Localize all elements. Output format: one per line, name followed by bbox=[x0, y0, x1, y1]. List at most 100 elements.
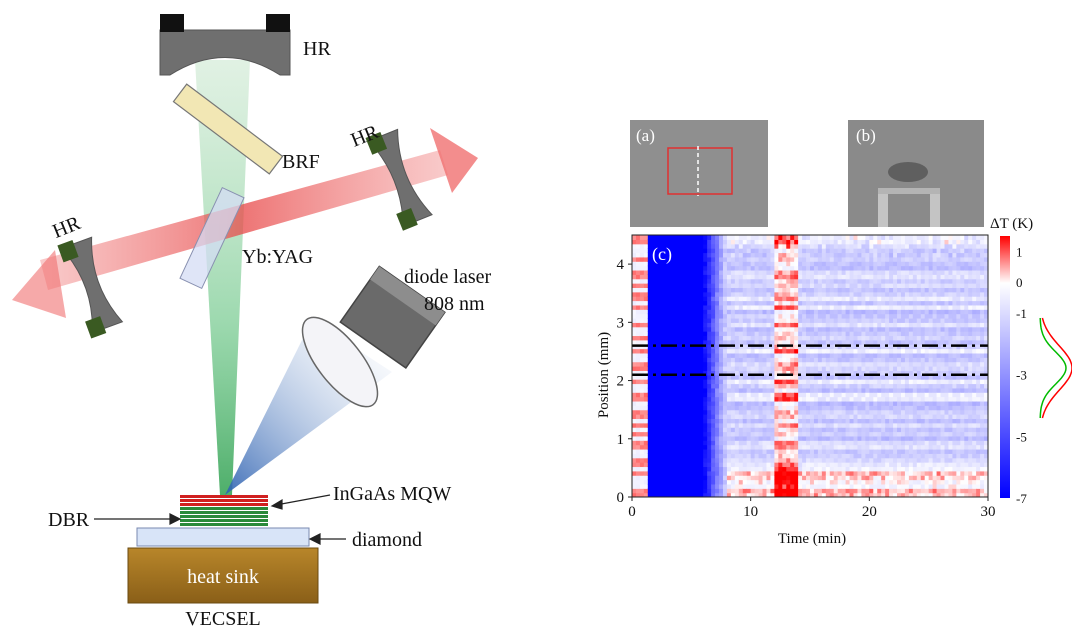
heatmap-cell bbox=[928, 470, 934, 476]
heatmap-cell bbox=[782, 383, 787, 389]
heatmap-cell bbox=[786, 383, 791, 389]
heatmap-cell bbox=[952, 331, 957, 337]
heatmap-cell bbox=[754, 400, 760, 406]
heatmap-cell bbox=[869, 370, 874, 376]
heatmap-cell bbox=[841, 352, 847, 358]
heatmap-cell bbox=[881, 479, 886, 485]
heatmap-cell bbox=[754, 387, 760, 393]
heatmap-cell bbox=[920, 453, 926, 459]
heatmap-cell bbox=[853, 462, 859, 468]
heatmap-cell bbox=[746, 235, 752, 240]
heatmap-cell bbox=[837, 348, 843, 354]
heatmap-cell bbox=[782, 492, 787, 497]
heatmap-cell bbox=[632, 383, 637, 389]
heatmap-cell bbox=[936, 422, 942, 428]
heatmap-cell bbox=[900, 370, 906, 376]
heatmap-cell bbox=[916, 296, 922, 302]
heatmap-cell bbox=[940, 300, 946, 306]
heatmap-cell bbox=[881, 278, 886, 284]
heatmap-cell bbox=[928, 475, 934, 481]
heatmap-cell bbox=[877, 235, 882, 240]
heatmap-cell bbox=[889, 291, 894, 297]
heatmap-cell bbox=[889, 265, 894, 271]
heatmap-cell bbox=[671, 348, 677, 354]
heatmap-cell bbox=[916, 243, 922, 249]
heatmap-cell bbox=[742, 361, 748, 367]
heatmap-cell bbox=[671, 422, 677, 428]
heatmap-cell bbox=[873, 470, 878, 476]
heatmap-cell bbox=[695, 470, 700, 476]
heatmap-cell bbox=[746, 300, 752, 306]
heatmap-cell bbox=[877, 470, 882, 476]
heatmap-cell bbox=[790, 256, 795, 262]
heatmap-cell bbox=[707, 435, 712, 441]
heatmap-cell bbox=[703, 256, 708, 262]
heatmap-cell bbox=[932, 352, 938, 358]
heatmap-cell bbox=[778, 352, 783, 358]
heatmap-cell bbox=[774, 462, 779, 468]
heatmap-cell bbox=[758, 422, 764, 428]
heatmap-cell bbox=[956, 304, 961, 310]
heatmap-cell bbox=[893, 256, 898, 262]
heatmap-cell bbox=[900, 409, 906, 415]
heatmap-cell bbox=[833, 422, 839, 428]
heatmap-cell bbox=[683, 409, 688, 415]
heatmap-cell bbox=[920, 317, 926, 323]
heatmap-cell bbox=[778, 317, 783, 323]
heatmap-cell bbox=[770, 374, 775, 380]
heatmap-cell bbox=[667, 317, 673, 323]
heatmap-cell bbox=[770, 357, 775, 363]
heatmap-cell bbox=[643, 405, 649, 411]
heatmap-cell bbox=[699, 261, 704, 267]
heatmap-cell bbox=[770, 462, 775, 468]
heatmap-cell bbox=[707, 309, 712, 315]
heatmap-cell bbox=[659, 409, 665, 415]
heatmap-cell bbox=[691, 409, 696, 415]
heatmap-cell bbox=[908, 261, 914, 267]
heatmap-cell bbox=[655, 448, 661, 454]
heatmap-cell bbox=[881, 235, 886, 240]
heatmap-cell bbox=[675, 304, 681, 310]
heatmap-cell bbox=[849, 274, 855, 280]
heatmap-cell bbox=[643, 352, 649, 358]
heatmap-cell bbox=[853, 374, 859, 380]
heatmap-cell bbox=[853, 296, 859, 302]
heatmap-cell bbox=[635, 453, 641, 459]
heatmap-cell bbox=[687, 427, 692, 433]
heatmap-cell bbox=[889, 352, 894, 358]
heatmap-cell bbox=[810, 379, 815, 385]
heatmap-cell bbox=[675, 313, 681, 319]
heatmap-cell bbox=[726, 243, 732, 249]
heatmap-cell bbox=[920, 440, 926, 446]
heatmap-cell bbox=[817, 239, 823, 245]
heatmap-cell bbox=[904, 418, 910, 424]
heatmap-cell bbox=[928, 444, 934, 450]
heatmap-cell bbox=[667, 348, 673, 354]
heatmap-cell bbox=[639, 304, 645, 310]
heatmap-cell bbox=[869, 304, 874, 310]
heatmap-cell bbox=[639, 296, 645, 302]
heatmap-cell bbox=[841, 366, 847, 371]
heatmap-cell bbox=[829, 418, 835, 424]
heatmap-cell bbox=[790, 405, 795, 411]
heatmap-cell bbox=[837, 448, 843, 454]
heatmap-cell bbox=[647, 309, 653, 315]
heatmap-cell bbox=[766, 400, 772, 406]
heatmap-cell bbox=[762, 431, 768, 437]
heatmap-cell bbox=[707, 269, 712, 275]
heatmap-cell bbox=[632, 457, 637, 463]
heatmap-cell bbox=[932, 248, 938, 254]
heatmap-cell bbox=[928, 304, 934, 310]
heatmap-cell bbox=[786, 317, 791, 323]
heatmap-cell bbox=[711, 248, 716, 254]
heatmap-cell bbox=[790, 427, 795, 433]
heatmap-cell bbox=[849, 235, 855, 240]
heatmap-cell bbox=[857, 462, 863, 468]
heatmap-cell bbox=[778, 265, 783, 271]
heatmap-cell bbox=[904, 462, 910, 468]
hr-left-mirror-icon bbox=[57, 236, 124, 339]
heatmap-cell bbox=[730, 427, 736, 433]
heatmap-cell bbox=[845, 387, 851, 393]
heatmap-cell bbox=[679, 344, 685, 350]
heatmap-cell bbox=[798, 374, 803, 380]
